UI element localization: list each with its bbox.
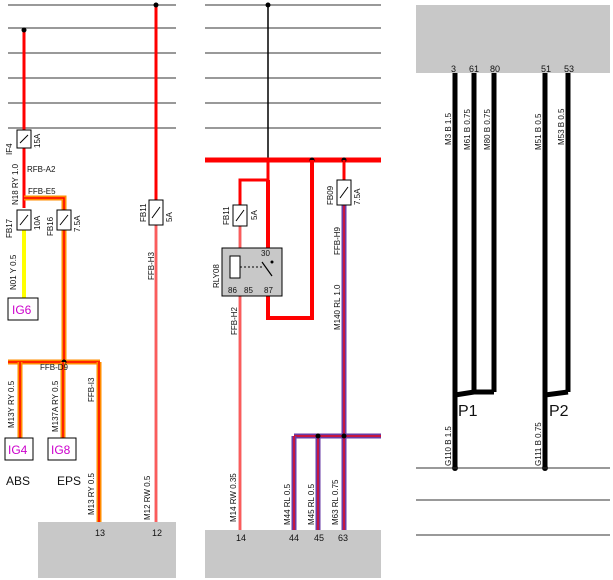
fuse-rating: 5A: [165, 212, 174, 222]
svg-text:85: 85: [244, 286, 253, 295]
wire-label: N18 RY 1.0: [11, 163, 20, 205]
ground-block-1: [38, 522, 176, 578]
wire-label: G110 B 1.5: [444, 426, 453, 466]
pin-label: 80: [490, 64, 500, 74]
busbar-lines: [8, 4, 176, 129]
wire-label: M61 B 0.75: [463, 109, 472, 150]
fuse-label: FB16: [46, 216, 55, 236]
relay-rly08[interactable]: 30 86 85 87: [221, 247, 283, 297]
pin-label: 3: [451, 64, 456, 74]
connector-ig4[interactable]: IG4: [4, 437, 34, 461]
fuse-label: FB09: [326, 185, 335, 205]
wire-label: RFB-A2: [27, 165, 56, 174]
junction-dot: [265, 2, 271, 8]
connector-block-top: [416, 5, 610, 73]
fuse-rating: 7.5A: [73, 215, 82, 232]
wire-label: FFB-D9: [40, 363, 69, 372]
wire-label: M14 RW 0.35: [229, 473, 238, 522]
fuse-fb17[interactable]: [16, 209, 32, 231]
connector-ig6[interactable]: IG6: [7, 297, 39, 321]
wire-label: M51 B 0.5: [534, 113, 543, 150]
svg-text:87: 87: [264, 286, 273, 295]
wire-label: M45 RL 0.5: [307, 483, 316, 525]
wire-label: M137A RY 0.5: [51, 380, 60, 432]
wire-label: M44 RL 0.5: [283, 483, 292, 525]
device-abs: ABS: [6, 474, 30, 488]
junction-dot: [341, 433, 347, 439]
fuse-label: FB11: [222, 206, 231, 225]
fuse-label: FB11: [139, 203, 148, 222]
junction-dot: [315, 433, 321, 439]
svg-text:IG8: IG8: [51, 443, 71, 457]
fuse-fb11-p2[interactable]: [232, 204, 248, 227]
wire-p2-bus: [544, 389, 569, 398]
wire-label: N01 Y 0.5: [9, 254, 18, 290]
svg-text:IG4: IG4: [8, 443, 28, 457]
fuse-rating: 7.5A: [353, 188, 362, 205]
pin-label: 14: [236, 533, 246, 543]
splice-p2: P2: [549, 403, 569, 420]
wire-label: M63 RL 0.75: [331, 479, 340, 525]
pin-label: 45: [314, 533, 324, 543]
wire-label: M13 RY 0.5: [87, 472, 96, 515]
wire-fb11-branch: [238, 160, 270, 205]
wire-label: FFB-H3: [147, 251, 156, 280]
fuse-fb09[interactable]: [336, 179, 352, 206]
wire-p1-bus: [454, 389, 494, 398]
fuse-label: FB17: [5, 218, 14, 238]
wire-label: M140 RL 1.0: [333, 284, 342, 330]
svg-text:30: 30: [261, 249, 270, 258]
svg-text:86: 86: [228, 286, 237, 295]
junction-dot: [153, 2, 159, 8]
wire-label: M80 B 0.75: [483, 109, 492, 150]
connector-ig8[interactable]: IG8: [47, 437, 77, 461]
pin-label: 63: [338, 533, 348, 543]
panel-3: 3 61 80 51 53 P1 P2 M3 B 1.5 M61 B 0.75 …: [416, 5, 610, 536]
device-eps: EPS: [57, 474, 81, 488]
pin-label: 44: [289, 533, 299, 543]
fuse-fb11[interactable]: [148, 199, 164, 226]
wire-label: M3 B 1.5: [444, 112, 453, 145]
svg-text:IG6: IG6: [12, 303, 32, 317]
pin-label: 53: [564, 64, 574, 74]
busbar-lines: [205, 4, 381, 129]
fuse-rating: 10A: [33, 215, 42, 230]
pin-label: 51: [541, 64, 551, 74]
wire-label: M53 B 0.5: [557, 108, 566, 145]
wire-label: M12 RW 0.5: [143, 475, 152, 520]
panel-2: FB11 5A FB09 7.5A 30 86 85 87 RLY08 FFB-…: [205, 2, 381, 578]
junction-dot: [21, 27, 27, 33]
fuse-fb16[interactable]: [56, 209, 72, 231]
busbar-lines: [416, 467, 610, 536]
wire-label: M13Y RY 0.5: [7, 380, 16, 428]
wire-label: FFB-I3: [87, 377, 96, 402]
wire-label: FFB-H2: [230, 306, 239, 335]
fuse-rating: 5A: [250, 210, 259, 220]
panel-1: IF4 15A FB17 10A FB16 7.5A FB11 5A RFB-A…: [4, 2, 176, 578]
pin-label: 13: [95, 528, 105, 538]
wire-label: FFB-H9: [333, 226, 342, 255]
fuse-rating: 15A: [33, 133, 42, 148]
pin-label: 61: [469, 64, 479, 74]
splice-p1: P1: [458, 403, 478, 420]
wire-ffb-e5: [24, 195, 67, 210]
relay-label: RLY08: [212, 264, 221, 288]
ground-block-2: [205, 530, 381, 578]
fuse-if4[interactable]: [16, 129, 32, 149]
wire-label: G111 B 0.75: [534, 422, 543, 466]
pin-label: 12: [152, 528, 162, 538]
fuse-label: IF4: [5, 143, 14, 155]
wire-label: FFB-E5: [28, 187, 56, 196]
